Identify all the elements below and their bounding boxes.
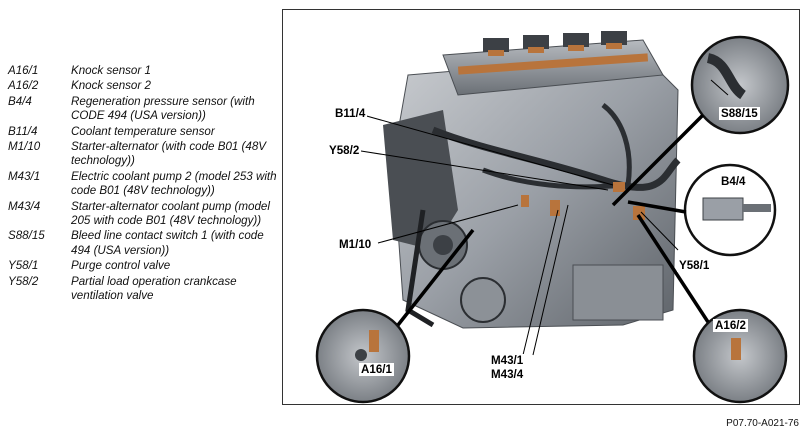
callout-s88-15: S88/15	[719, 107, 760, 120]
callout-b11-4: B11/4	[333, 107, 368, 120]
zoom-a16-2	[692, 308, 788, 404]
callout-m1-10: M1/10	[337, 238, 374, 251]
zoom-s88-15	[690, 35, 790, 135]
engine-figure: B11/4 Y58/2 M1/10 M43/1 M43/4 Y58/1 S88/…	[282, 9, 800, 405]
zoom-b4-4	[683, 163, 777, 257]
zoom-a16-1	[315, 308, 411, 404]
zoom-connectors	[396, 113, 710, 327]
engine-block	[383, 31, 681, 329]
callout-a16-1: A16/1	[359, 363, 394, 376]
leader-lines	[360, 79, 729, 356]
callout-m43-1: M43/1	[489, 354, 526, 367]
callout-a16-2: A16/2	[713, 319, 748, 332]
callout-b4-4: B4/4	[719, 175, 748, 188]
callout-y58-1: Y58/1	[677, 259, 712, 272]
callout-m43-4: M43/4	[489, 368, 526, 381]
engine-illustration	[315, 31, 790, 404]
callout-y58-2: Y58/2	[327, 144, 362, 157]
figure-id: P07.70-A021-76	[726, 418, 799, 429]
